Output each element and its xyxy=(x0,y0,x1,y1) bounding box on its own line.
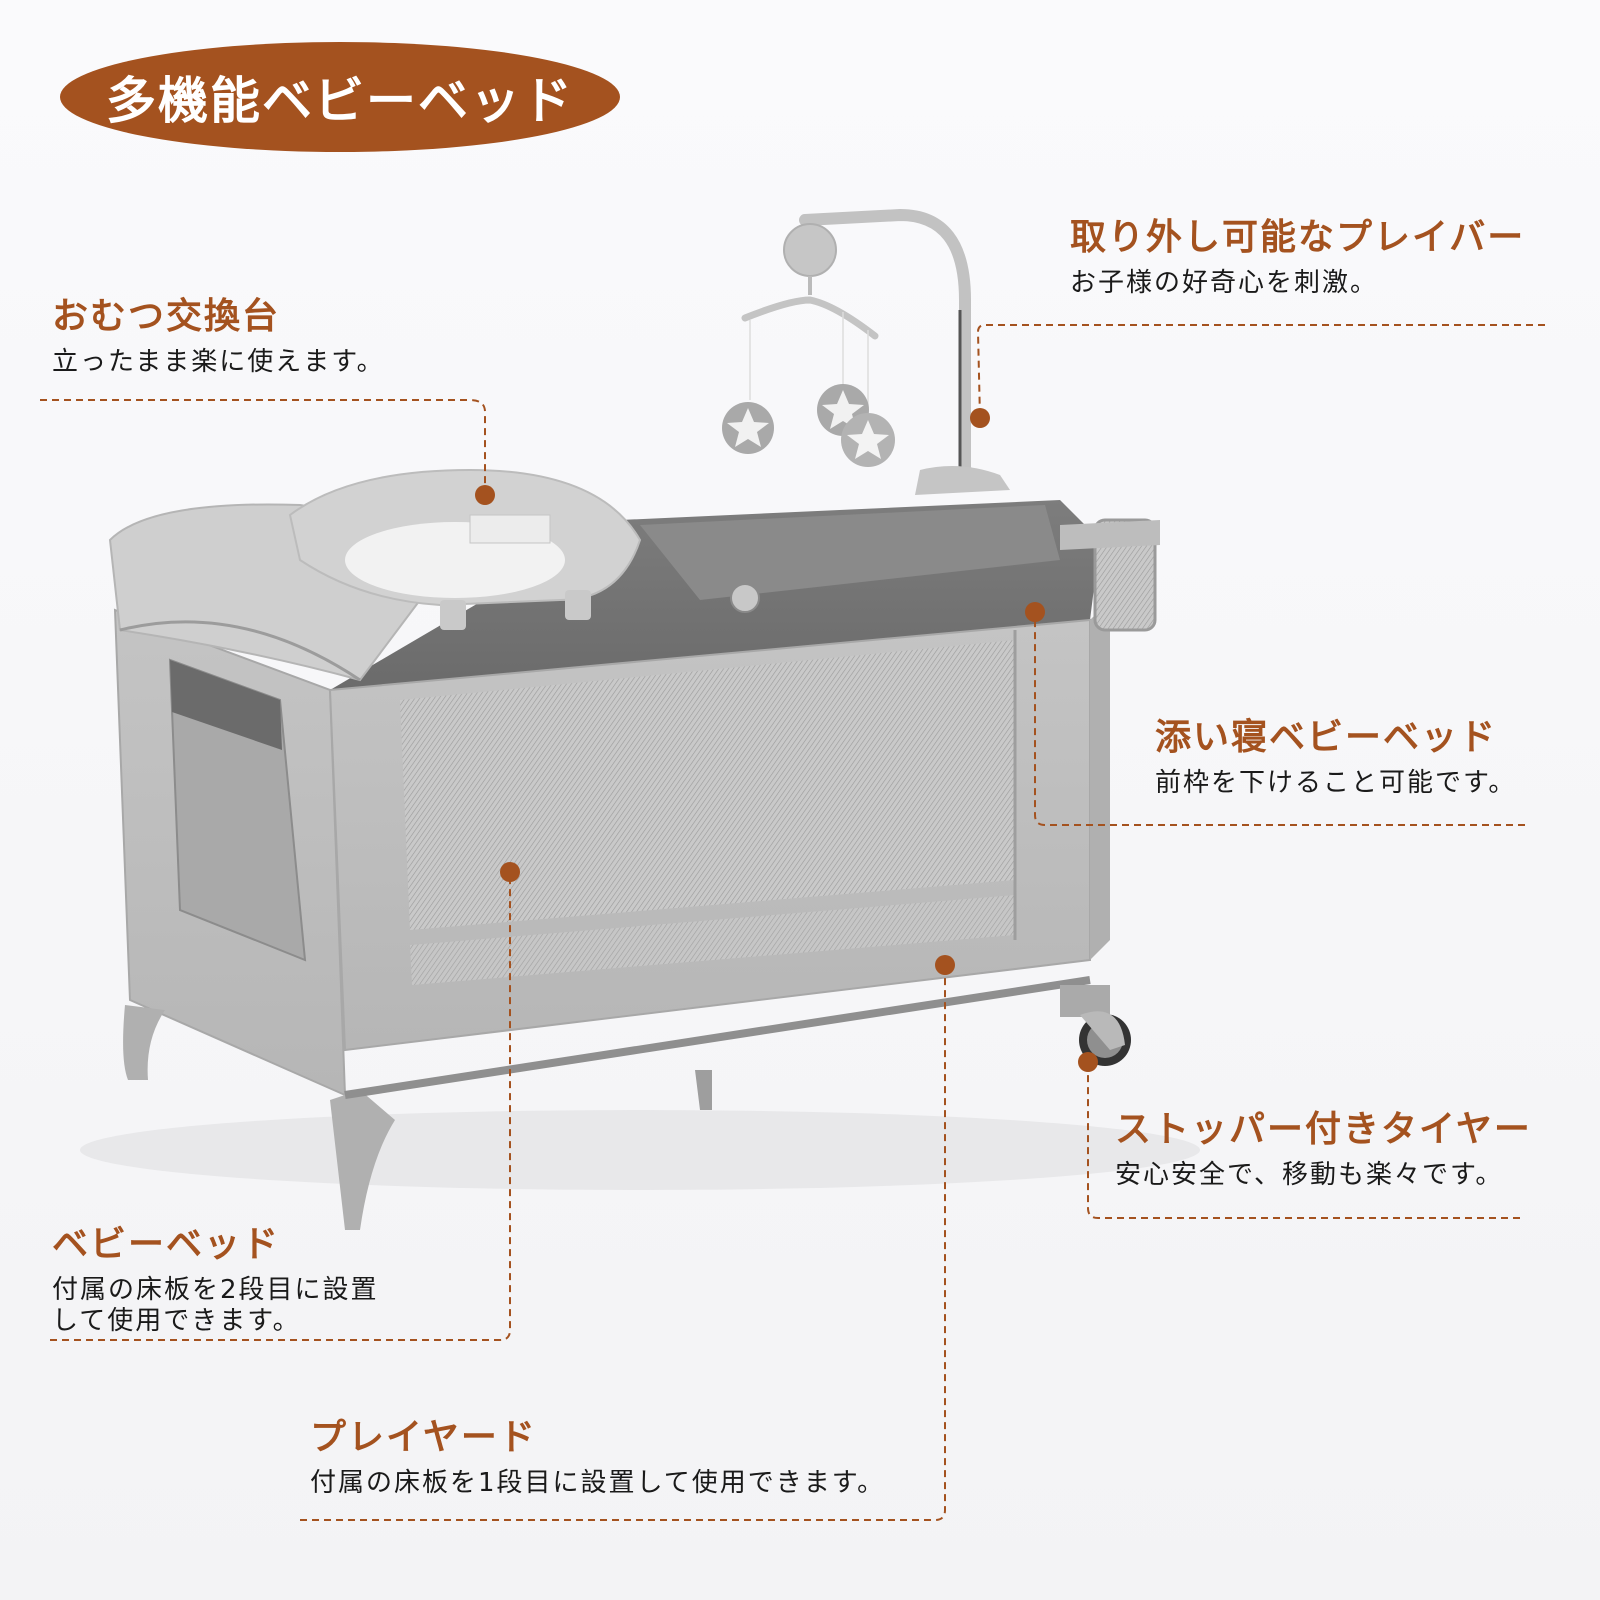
callout-changing-table: おむつ交換台 立ったまま楽に使えます。 xyxy=(52,287,385,378)
callout-title: 添い寝ベビーベッド xyxy=(1155,717,1498,758)
callout-title: ベビーベッド xyxy=(52,1224,281,1265)
callout-desc: お子様の好奇心を刺激。 xyxy=(1070,268,1379,298)
callout-desc: 前枠を下けること可能です。 xyxy=(1155,768,1517,798)
callout-title: ストッパー付きタイヤー xyxy=(1115,1109,1532,1150)
title-badge: 多機能ベビーベッド xyxy=(60,42,620,152)
callout-title: プレイヤード xyxy=(310,1417,537,1458)
callout-co-sleeper: 添い寝ベビーベッド 前枠を下けること可能です。 xyxy=(1155,708,1516,799)
callout-desc: 安心安全で、移動も楽々です。 xyxy=(1115,1160,1504,1190)
callout-playyard: プレイヤード 付属の床板を1段目に設置して使用できます。 xyxy=(310,1408,885,1499)
callout-title: 取り外し可能なプレイバー xyxy=(1070,217,1526,258)
callout-desc: 付属の床板を2段目に設置 して使用できます。 xyxy=(52,1275,379,1336)
star-ball-icon xyxy=(722,402,774,454)
callout-title: おむつ交換台 xyxy=(52,296,281,337)
page-title: 多機能ベビーベッド xyxy=(106,72,574,130)
callout-desc: 立ったまま楽に使えます。 xyxy=(52,347,385,377)
callout-baby-bed: ベビーベッド 付属の床板を2段目に設置 して使用できます。 xyxy=(52,1215,379,1337)
callout-play-bar: 取り外し可能なプレイバー お子様の好奇心を刺激。 xyxy=(1070,208,1525,299)
callout-desc: 付属の床板を1段目に設置して使用できます。 xyxy=(310,1468,886,1498)
callout-stopper-wheels: ストッパー付きタイヤー 安心安全で、移動も楽々です。 xyxy=(1115,1100,1532,1191)
